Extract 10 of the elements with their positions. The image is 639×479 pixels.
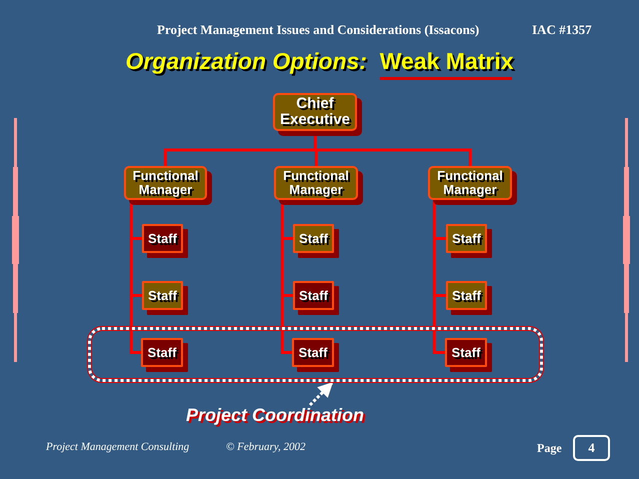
header-code: IAC #1357 (532, 22, 592, 38)
header-text: Project Management Issues and Considerations (Issacons) (157, 22, 480, 38)
dashed-group-outline (88, 327, 543, 382)
footer-text: © February, 2002 (226, 441, 306, 453)
page-label: Page (537, 441, 562, 456)
annotation-text: Project Coordination (150, 405, 400, 431)
page-number: 4 (573, 435, 610, 461)
footer-text: Project Management Consulting (46, 441, 190, 453)
slide-title: Organization Options: Weak Matrix (124, 48, 515, 75)
leader-arrow (308, 382, 334, 406)
